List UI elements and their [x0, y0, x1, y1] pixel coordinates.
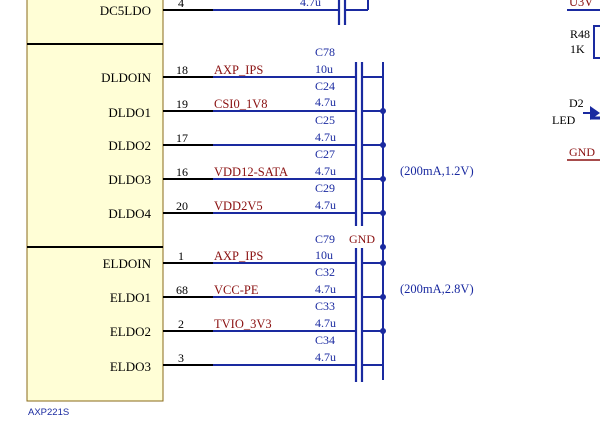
net-label-eldo1: VCC-PE [214, 283, 259, 297]
cap-c25-value: 4.7u [315, 130, 336, 144]
cap-top-value: 4.7u [300, 0, 321, 9]
d2-ref: D2 [569, 96, 584, 110]
pin-name-dldo4: DLDO4 [108, 206, 151, 221]
pin-num-eldo1: 68 [176, 283, 188, 297]
r48-body [593, 25, 600, 59]
pin-num-eldo3: 3 [178, 351, 184, 365]
gnd-label: GND [349, 232, 375, 246]
cap-c34-ref: C34 [315, 333, 335, 347]
junction-eldoin [380, 260, 386, 266]
cap-c78-value: 10u [315, 62, 333, 76]
pin-name-dldo1: DLDO1 [108, 105, 151, 120]
net-label-dldo3: VDD12-SATA [214, 165, 288, 179]
note-dldo: (200mA,1.2V) [400, 164, 474, 178]
cap-c25-ref: C25 [315, 113, 335, 127]
junctions [380, 108, 386, 334]
r48-value: 1K [570, 42, 585, 56]
r48-ref: R48 [570, 27, 590, 41]
junction-dldo2 [380, 142, 386, 148]
right-gnd-label: GND [569, 145, 595, 159]
pin-num-dldoin: 18 [176, 63, 188, 77]
cap-c78-ref: C78 [315, 45, 335, 59]
d2-value: LED [552, 113, 576, 127]
pin-name-dldoin: DLDOIN [101, 70, 151, 85]
pin-name-eldoin: ELDOIN [103, 256, 152, 271]
cap-c29-ref: C29 [315, 181, 335, 195]
cap-c24-value: 4.7u [315, 95, 336, 109]
junction-dldo1 [380, 108, 386, 114]
cap-c33-value: 4.7u [315, 316, 336, 330]
pin-numbers: 4 18 19 17 16 20 1 68 2 3 [176, 0, 188, 365]
pin-num-dldo1: 19 [176, 97, 188, 111]
pin-name-dldo3: DLDO3 [108, 172, 151, 187]
pin-name-eldo3: ELDO3 [110, 359, 151, 374]
pin-num-eldoin: 1 [178, 249, 184, 263]
pin-num-dc5ldo: 4 [178, 0, 184, 10]
cap-c33-ref: C33 [315, 299, 335, 313]
chip-body [26, 0, 164, 402]
cap-c79-ref: C79 [315, 232, 335, 246]
cap-c79-value: 10u [315, 248, 333, 262]
note-eldo: (200mA,2.8V) [400, 282, 474, 296]
pin-name-eldo1: ELDO1 [110, 290, 151, 305]
cap-c32-value: 4.7u [315, 282, 336, 296]
junction-dldo3 [380, 176, 386, 182]
cap-plates [337, 0, 364, 382]
cap-c34-value: 4.7u [315, 350, 336, 364]
right-block: U3V R48 1K D2 LED GND [552, 0, 600, 161]
pin-num-dldo2: 17 [176, 131, 188, 145]
cap-c29-value: 4.7u [315, 198, 336, 212]
chip-axp221s: AXP221S [26, 0, 164, 418]
cap-labels: 4.7u C78 10u C24 4.7u C25 4.7u C27 4.7u … [300, 0, 336, 364]
pin-name-dldo2: DLDO2 [108, 138, 151, 153]
junction-eldo2 [380, 328, 386, 334]
junction-dldo4 [380, 210, 386, 216]
pin-num-eldo2: 2 [178, 317, 184, 331]
pin-name-dc5ldo: DC5LDO [100, 3, 151, 18]
net-label-eldo2: TVIO_3V3 [214, 317, 272, 331]
pin-name-eldo2: ELDO2 [110, 324, 151, 339]
cap-c32-ref: C32 [315, 265, 335, 279]
net-label-dldo1: CSI0_1V8 [214, 97, 267, 111]
pin-num-dldo4: 20 [176, 199, 188, 213]
pin-stubs [163, 9, 213, 366]
chip-ref: AXP221S [28, 407, 69, 418]
net-label-eldoin: AXP_IPS [214, 249, 263, 263]
cap-c24-ref: C24 [315, 79, 335, 93]
cap-c27-value: 4.7u [315, 164, 336, 178]
junction-gnd [380, 244, 386, 250]
wires [213, 0, 384, 380]
net-label-dldoin: AXP_IPS [214, 63, 263, 77]
pin-names: DC5LDO DLDOIN DLDO1 DLDO2 DLDO3 DLDO4 EL… [100, 3, 152, 374]
cap-c27-ref: C27 [315, 147, 335, 161]
net-label-dldo4: VDD2V5 [214, 199, 263, 213]
net-label-u3v: U3V [569, 0, 593, 9]
net-labels: AXP_IPS CSI0_1V8 VDD12-SATA VDD2V5 AXP_I… [214, 63, 288, 331]
pin-num-dldo3: 16 [176, 165, 188, 179]
junction-eldo1 [380, 294, 386, 300]
